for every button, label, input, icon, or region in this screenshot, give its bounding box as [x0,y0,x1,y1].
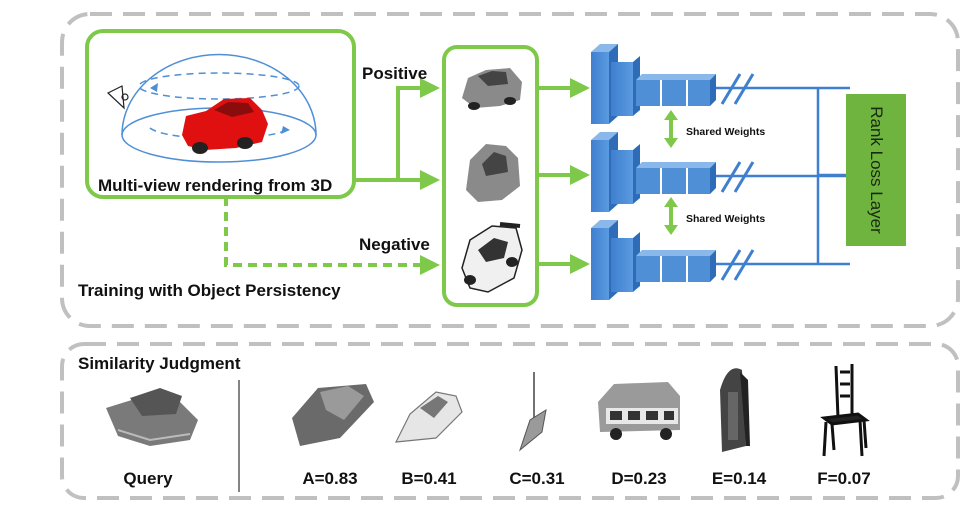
rank-loss-label: Rank Loss Layer [867,106,886,234]
shared-weights-label-bottom: Shared Weights [686,213,766,225]
shared-weights-arrow-top [664,110,678,148]
candidate-b-shape [394,391,463,443]
candidate-f-shape [820,364,870,457]
positive-flow-line [354,78,440,182]
cnn-branch-bottom [591,220,850,300]
candidate-d-shape [598,382,680,440]
query-boat-shape [106,388,198,446]
positive-label: Positive [362,64,428,83]
rank-loss-connector [816,88,846,264]
shared-weights-arrow-bottom [664,197,678,235]
candidate-b-score: B=0.41 [401,469,457,488]
negative-label: Negative [359,235,430,254]
candidate-c-shape [518,372,547,452]
rank-loss-layer: Rank Loss Layer [846,94,906,246]
red-car-render [182,98,268,154]
candidate-a-score: A=0.83 [302,469,358,488]
cnn-branch-top [591,44,850,124]
gray-car-middle [466,144,520,202]
shared-weights-label-top: Shared Weights [686,126,766,138]
candidate-c-score: C=0.31 [509,469,565,488]
negative-flow-line [224,197,440,275]
race-car [461,222,523,293]
candidate-d-score: D=0.23 [611,469,667,488]
camera-icon [106,85,129,110]
candidate-a-shape [292,384,374,446]
training-panel [60,12,960,328]
similarity-panel [60,342,960,500]
render-box [85,29,356,199]
gray-car-top [462,68,522,110]
candidate-e-score: E=0.14 [711,469,767,488]
candidate-e-shape [720,368,750,452]
training-caption: Training with Object Persistency [78,281,341,300]
similarity-title: Similarity Judgment [78,354,241,373]
candidate-f-score: F=0.07 [817,469,871,488]
query-label: Query [123,469,173,488]
cnn-branch-middle [591,132,850,212]
render-caption: Multi-view rendering from 3D [98,176,333,195]
